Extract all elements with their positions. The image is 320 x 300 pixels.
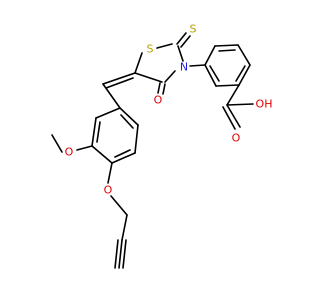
bz-4 (238, 64, 251, 86)
bond-c2-n (177, 45, 184, 62)
bz-inner-3 (209, 65, 220, 82)
bz-inner-1 (218, 49, 236, 52)
atom-s-ring: S (147, 43, 154, 56)
bond-aryl-cooh (226, 84, 240, 106)
vr-2 (91, 117, 97, 147)
atom-o-ring: O (154, 94, 163, 107)
bond-c2-s-thione-a (176, 32, 187, 45)
vr-inner-2 (114, 149, 131, 158)
bond-c4-o-b (162, 83, 166, 95)
bz-3 (237, 44, 251, 66)
bond-c-o-double-a (226, 104, 241, 128)
bond-c-oh (226, 103, 254, 106)
bond-c-o-double-b (222, 106, 236, 130)
bond-n-c4 (164, 70, 176, 83)
bond-triple-c (114, 239, 119, 269)
bond-c2-s-thione-b (180, 35, 191, 48)
atom-o-methoxy: O (65, 146, 74, 159)
bond-c5-s (134, 52, 143, 74)
vr-5 (134, 124, 139, 154)
bond-exo-a (102, 72, 136, 85)
atom-n-ring: N (180, 61, 188, 74)
vr-4 (111, 152, 136, 164)
atom-o-propargyl: O (104, 184, 113, 197)
bond-n-aryl (189, 64, 206, 67)
bond-ometh-ch3 (51, 134, 63, 153)
bz-1 (204, 45, 216, 66)
bz-6 (204, 64, 217, 87)
bond-triple-a (118, 239, 123, 269)
atom-o-acid-carbonyl: O (232, 132, 241, 145)
bond-triple-b (122, 239, 127, 269)
bond-aryl-ometh (76, 145, 93, 151)
atom-s-thione: S (190, 23, 197, 36)
vr-3 (91, 145, 113, 164)
bond-oprop-ch2 (110, 195, 128, 216)
bond-c4-o-a (157, 82, 161, 94)
bond-c4-c5 (134, 72, 163, 83)
molecule-diagram: S S N O O OH O O (51, 23, 273, 269)
bond-ch2-csp (121, 214, 128, 241)
structure-svg: S S N O O OH O O (51, 23, 273, 269)
vr-1 (95, 107, 121, 119)
bz-2 (214, 44, 239, 47)
atom-o-acid-hydroxyl: OH (256, 98, 273, 111)
vr-inner-3 (120, 114, 134, 129)
bond-aryl-oprop (107, 162, 113, 184)
bond-ch-aryl (102, 83, 121, 109)
bond-exo-b (105, 77, 134, 89)
bz-inner-2 (235, 65, 246, 82)
vr-6 (119, 107, 139, 126)
bond-s-c2 (156, 43, 173, 49)
vr-inner-1 (96, 121, 101, 143)
bz-5 (215, 84, 240, 87)
